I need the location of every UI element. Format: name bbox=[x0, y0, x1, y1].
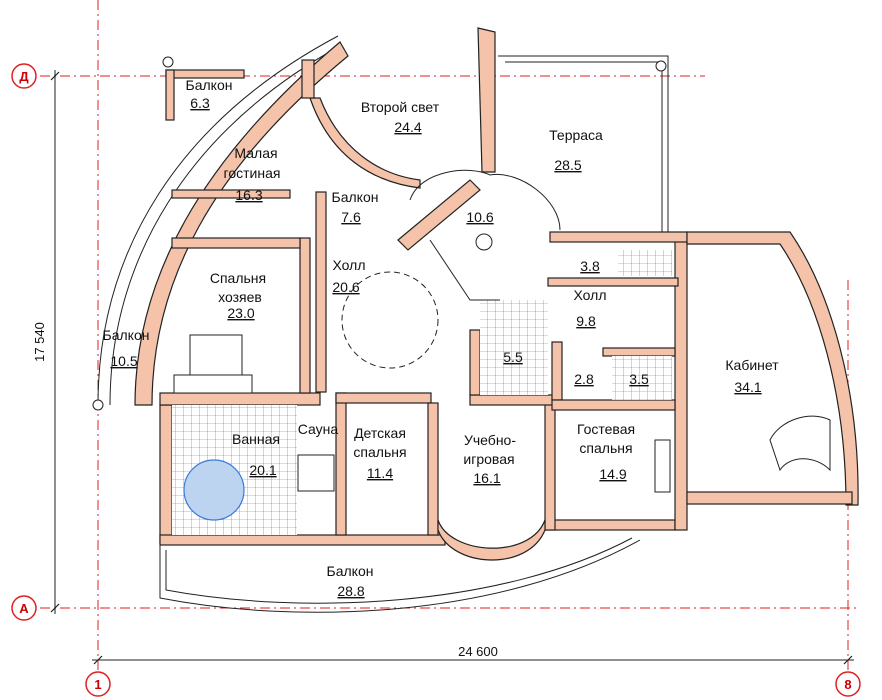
room-guest-bedroom-name-2: спальня bbox=[579, 440, 632, 456]
room-small-38-area: 3.8 bbox=[580, 258, 600, 274]
axis-lines bbox=[40, 0, 860, 680]
room-35-area: 3.5 bbox=[629, 371, 649, 387]
terrace bbox=[498, 55, 669, 239]
room-second-light-name: Второй свет bbox=[361, 99, 440, 115]
axis-label-right: 8 bbox=[844, 677, 851, 692]
room-cabinet-area: 34.1 bbox=[734, 379, 761, 395]
room-balcony-mid-name: Балкон bbox=[332, 189, 379, 205]
room-stair-area: 10.6 bbox=[466, 209, 493, 225]
room-hall-right-area: 9.8 bbox=[576, 313, 596, 329]
staircase bbox=[397, 169, 561, 301]
room-balcony-top-name: Балкон bbox=[186, 77, 233, 93]
axis-label-bottom: А bbox=[19, 601, 29, 616]
room-28-area: 2.8 bbox=[574, 371, 594, 387]
room-balcony-mid-area: 7.6 bbox=[341, 209, 361, 225]
main-walls bbox=[159, 189, 859, 546]
axis-label-top: Д bbox=[19, 69, 29, 84]
guest-bed bbox=[654, 439, 671, 493]
room-hall-main-area: 20.6 bbox=[332, 279, 359, 295]
room-terrace-area: 28.5 bbox=[554, 157, 581, 173]
room-hall-main-name: Холл bbox=[333, 257, 366, 273]
room-bathroom-name: Ванная bbox=[232, 431, 280, 447]
axis-marker-left: 1 bbox=[85, 671, 111, 697]
room-terrace-name: Терраса bbox=[549, 127, 603, 143]
room-bathroom-area: 20.1 bbox=[249, 462, 276, 478]
dimension-height: 17 540 bbox=[32, 322, 47, 362]
axis-marker-right: 8 bbox=[835, 671, 861, 697]
room-kids-bedroom-name-2: спальня bbox=[353, 444, 406, 460]
second-light-walls bbox=[301, 27, 496, 189]
room-balcony-left-name: Балкон bbox=[103, 327, 150, 343]
hall-circle bbox=[341, 271, 439, 369]
axis-label-left: 1 bbox=[94, 677, 101, 692]
room-master-bedroom-name-2: хозяев bbox=[218, 289, 262, 305]
room-guest-bedroom-name-1: Гостевая bbox=[577, 421, 635, 437]
room-balcony-top-area: 6.3 bbox=[190, 95, 210, 111]
room-play-study-name-1: Учебно- bbox=[464, 432, 516, 448]
left-balcony-arc bbox=[92, 35, 349, 411]
master-bed bbox=[173, 334, 253, 394]
dimension-horizontal: 24 600 bbox=[92, 644, 854, 665]
room-cabinet-name: Кабинет bbox=[725, 357, 779, 373]
room-small-living-name-2: гостиная bbox=[224, 165, 281, 181]
room-balcony-bottom-area: 28.8 bbox=[337, 583, 364, 599]
room-bath-55-area: 5.5 bbox=[503, 349, 523, 365]
balcony-top-left-walls bbox=[165, 69, 245, 121]
room-small-living-name-1: Малая bbox=[234, 145, 277, 161]
dimension-width: 24 600 bbox=[458, 644, 498, 659]
room-balcony-bottom-name: Балкон bbox=[327, 563, 374, 579]
room-kids-bedroom-name-1: Детская bbox=[354, 425, 406, 441]
room-master-bedroom-name-1: Спальня bbox=[210, 270, 266, 286]
room-sauna-name: Сауна bbox=[298, 421, 339, 437]
cabinet-desk bbox=[769, 415, 831, 472]
dimension-vertical: 17 540 bbox=[32, 70, 60, 614]
axis-marker-bottom: А bbox=[11, 595, 37, 621]
room-balcony-left-area: 10.5 bbox=[110, 353, 137, 369]
room-hall-right-name: Холл bbox=[574, 287, 607, 303]
axis-marker-top: Д bbox=[11, 63, 37, 89]
bay-window bbox=[437, 519, 546, 561]
room-guest-bedroom-area: 14.9 bbox=[599, 466, 626, 482]
bottom-balcony-arc bbox=[159, 537, 641, 613]
room-kids-bedroom-area: 11.4 bbox=[367, 465, 393, 481]
room-play-study-area: 16.1 bbox=[473, 470, 500, 486]
room-master-bedroom-area: 23.0 bbox=[227, 305, 254, 321]
bathroom-tiles bbox=[172, 250, 672, 535]
room-play-study-name-2: игровая bbox=[463, 451, 514, 467]
room-small-living-area: 16.3 bbox=[235, 187, 262, 203]
room-second-light-area: 24.4 bbox=[394, 119, 421, 135]
